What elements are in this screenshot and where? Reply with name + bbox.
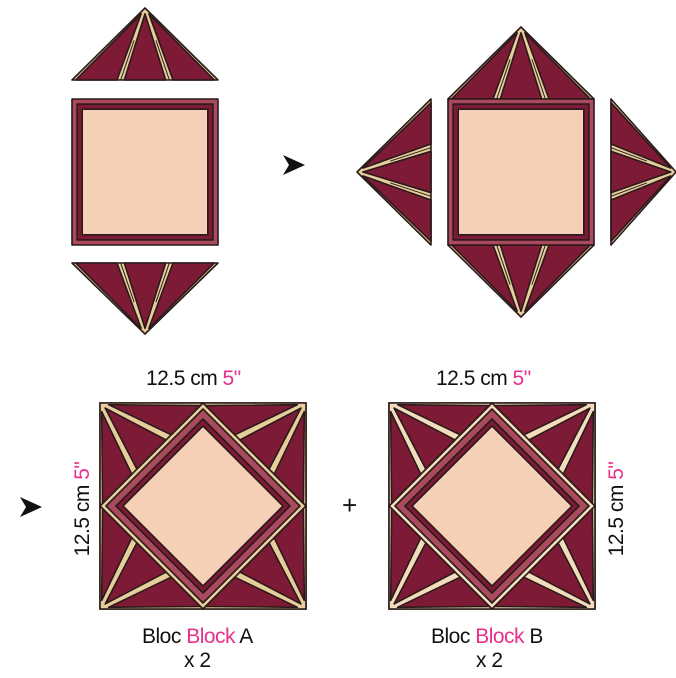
block-a-letter: A <box>239 625 253 648</box>
block-b-width-inch: 5" <box>513 367 531 390</box>
arrow-right-icon-top <box>283 155 305 175</box>
block-a-height-inch: 5" <box>71 462 94 480</box>
block-b-height-inch: 5" <box>605 462 628 480</box>
block-b-name: Bloc <box>431 625 470 648</box>
block-b-height-cm: 12.5 cm <box>605 485 628 556</box>
plus-sign: + <box>342 490 357 521</box>
block-b-width-label: 12.5 cm 5" <box>436 367 531 391</box>
block-a-width-cm: 12.5 cm <box>146 367 217 390</box>
block-b-letter: B <box>529 625 543 648</box>
block-b-count: x 2 <box>476 649 503 673</box>
block-a-width-inch: 5" <box>223 367 241 390</box>
arrow-right-icon-bottom <box>20 497 42 517</box>
block-b-width-cm: 12.5 cm <box>436 367 507 390</box>
block-a-count: x 2 <box>184 649 211 673</box>
block-a-height-label: 12.5 cm 5" <box>71 454 95 564</box>
top-left-square-center <box>82 109 208 235</box>
block-b-caption: Bloc Block B <box>431 625 543 649</box>
block-b-name-en: Block <box>475 625 524 648</box>
block-a-name: Bloc <box>142 625 181 648</box>
block-a-name-en: Block <box>186 625 235 648</box>
top-right-square-center <box>458 109 584 235</box>
block-a-height-cm: 12.5 cm <box>71 485 94 556</box>
block-a-width-label: 12.5 cm 5" <box>146 367 241 391</box>
block-b-height-label: 12.5 cm 5" <box>605 454 629 564</box>
block-a-caption: Bloc Block A <box>142 625 253 649</box>
